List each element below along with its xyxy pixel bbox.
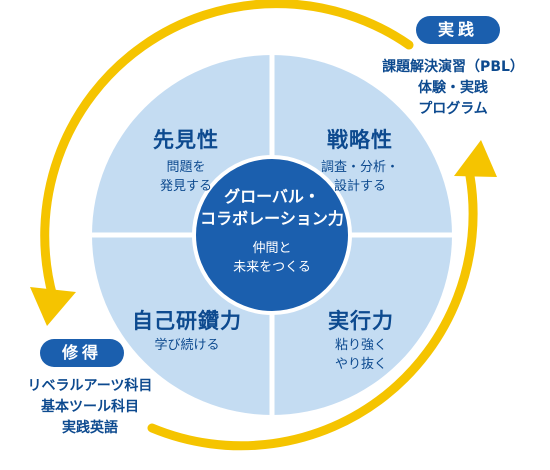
quadrant-title-self-improvement: 自己研鑽力 [132,309,242,333]
center-circle [192,155,352,315]
practice-items: 課題解決演習（PBL） 体験・実践 プログラム [360,57,546,120]
quadrant-title-foresight: 先見性 [153,128,219,152]
center-desc: 仲間と 未来をつくる [197,239,347,277]
center-title: グローバル・ コラボレーション力 [197,186,347,230]
desc-line: 設計する [333,179,386,194]
quadrant-title-strategy: 戦略性 [327,128,393,152]
quadrant-desc-foresight: 問題を 発見する [126,158,246,196]
lower-arrowhead [454,140,497,177]
study-item: リベラルアーツ科目 [27,378,153,394]
quadrant-title-execution: 実行力 [328,309,394,333]
desc-line: 発見する [159,179,212,194]
center-desc-line: 未来をつくる [233,260,311,275]
desc-line: 調査・分析・ [320,160,399,175]
upper-cycle-arrow [40,0,414,302]
center-title-line: グローバル・ [224,187,320,206]
desc-line: 学び続ける [154,338,220,353]
desc-line: 粘り強く [334,338,387,353]
practice-badge: 実践 [416,16,500,44]
study-item: 基本ツール科目 [41,399,139,415]
practice-item: 課題解決演習（PBL） [382,59,524,75]
study-items: リベラルアーツ科目 基本ツール科目 実践英語 [0,376,180,439]
desc-line: 問題を [166,160,206,175]
quadrant-desc-execution: 粘り強く やり抜く [296,336,426,374]
center-title-line: コラボレーション力 [200,209,344,228]
practice-item: 体験・実践 [418,80,488,96]
upper-arrowhead [30,287,76,326]
practice-item: プログラム [418,101,488,117]
study-item: 実践英語 [62,420,118,436]
center-desc-line: 仲間と [252,241,292,256]
study-badge: 修得 [40,339,124,367]
lower-cycle-arrow [147,171,478,451]
desc-line: やり抜く [334,357,387,372]
quadrant-desc-self-improvement: 学び続ける [112,336,262,355]
quadrant-desc-strategy: 調査・分析・ 設計する [300,158,420,196]
